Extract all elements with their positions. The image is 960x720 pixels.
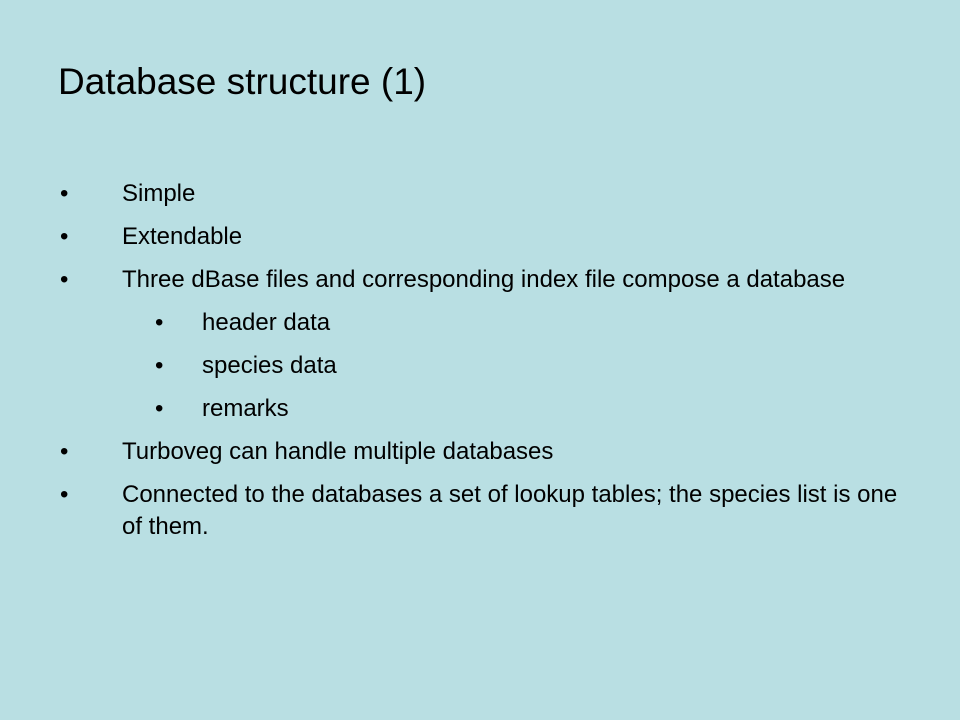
bullet-dot-icon: •: [60, 180, 69, 207]
slide-title: Database structure (1): [58, 61, 427, 102]
bullet-dot-icon: •: [155, 309, 164, 336]
bullet-text: Extendable: [122, 223, 243, 250]
bullet-text: Simple: [122, 180, 196, 207]
bullet-item: • Extendable: [0, 221, 960, 253]
bullet-item: • Three dBase files and corresponding in…: [0, 264, 960, 296]
sub-bullet-text: header data: [202, 309, 331, 336]
bullet-dot-icon: •: [60, 438, 69, 465]
bullet-dot-icon: •: [155, 395, 164, 422]
bullet-dot-icon: •: [60, 223, 69, 250]
bullet-dot-icon: •: [60, 266, 69, 293]
sub-bullet-text: species data: [202, 352, 337, 379]
bullet-dot-icon: •: [155, 352, 164, 379]
sub-bullet-item: • header data: [0, 307, 960, 339]
sub-bullet-text: remarks: [202, 395, 289, 422]
bullet-item: • Simple: [0, 178, 960, 210]
sub-bullet-item: • species data: [0, 350, 960, 382]
bullet-text: Turboveg can handle multiple databases: [122, 438, 554, 465]
bullet-list: • Simple • Extendable • Three dBase file…: [0, 178, 960, 554]
bullet-item: • Turboveg can handle multiple databases: [0, 436, 960, 468]
bullet-text: Three dBase files and corresponding inde…: [122, 266, 846, 293]
bullet-item: • Connected to the databases a set of lo…: [0, 479, 960, 543]
bullet-text: Connected to the databases a set of look…: [122, 481, 898, 540]
bullet-dot-icon: •: [60, 481, 69, 508]
sub-bullet-item: • remarks: [0, 393, 960, 425]
